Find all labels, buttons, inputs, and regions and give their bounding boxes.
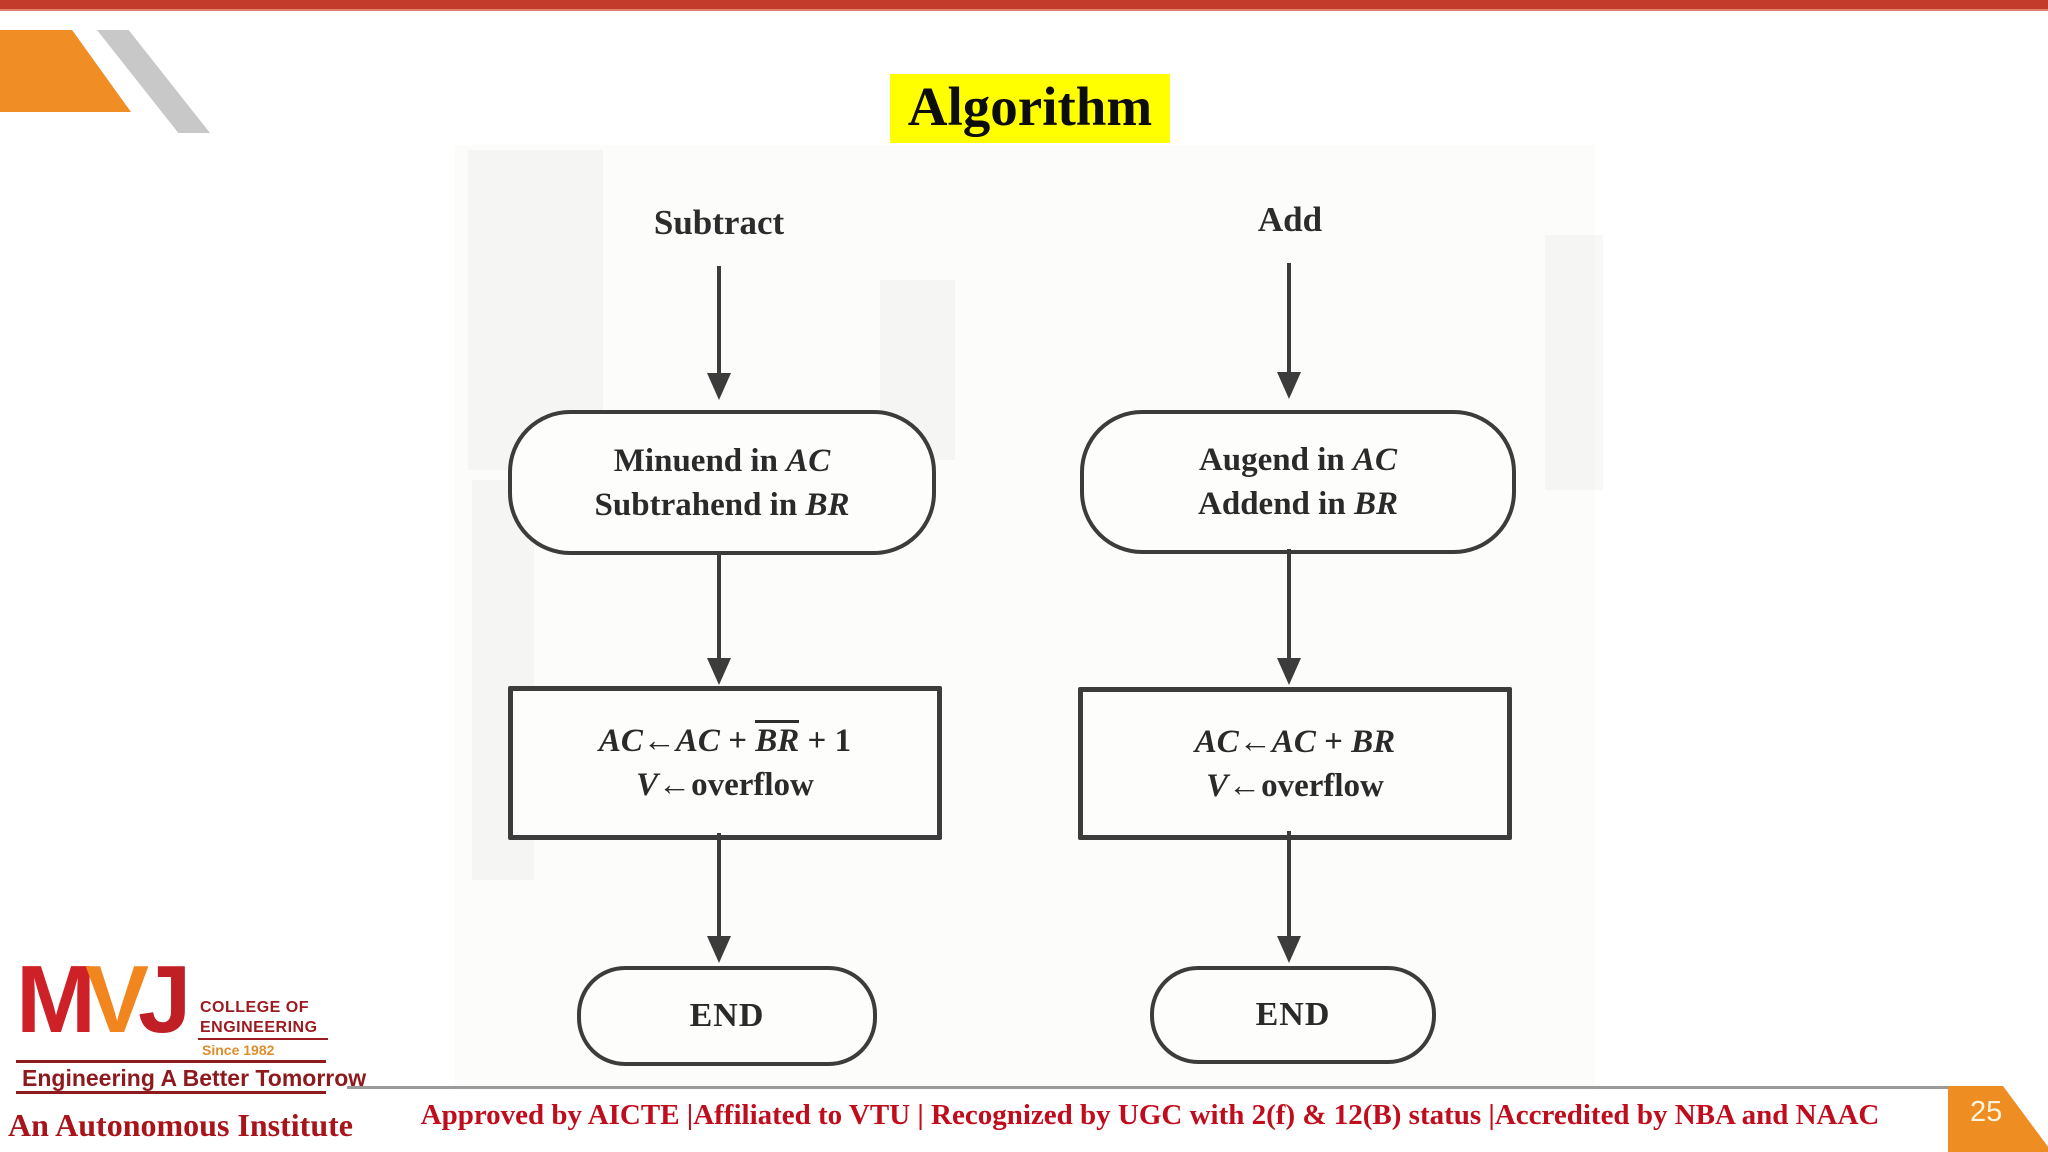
page-title: Algorithm bbox=[889, 74, 1171, 143]
college-name-line2: ENGINEERING bbox=[200, 1019, 318, 1036]
college-logo: MVJ COLLEGE OF ENGINEERING Since 1982 En… bbox=[0, 946, 366, 1152]
scanned-figure-background bbox=[455, 145, 1595, 1090]
flow-arrow bbox=[1287, 549, 1291, 659]
flow-node-add-process: AC←AC + BR V←overflow bbox=[1078, 687, 1512, 840]
node-text-line: END bbox=[689, 997, 765, 1034]
flow-arrow bbox=[1287, 831, 1291, 937]
autonomous-institute-text: An Autonomous Institute bbox=[8, 1107, 353, 1143]
page-number-flag: 25 bbox=[1948, 1086, 2048, 1152]
node-text-line: Minuend in AC bbox=[613, 442, 831, 479]
flow-entry-label-subtract: Subtract bbox=[653, 203, 785, 242]
node-text-line: V←overflow bbox=[636, 767, 814, 803]
flow-node-subtract-input: Minuend in AC Subtrahend in BR bbox=[508, 410, 936, 555]
scan-artifact bbox=[1545, 235, 1603, 490]
flow-node-subtract-end: END bbox=[577, 966, 877, 1066]
mvj-wordmark: MVJ bbox=[16, 946, 191, 1053]
logo-since-text: Since 1982 bbox=[202, 1042, 275, 1058]
node-text-line: AC←AC + BR + 1 bbox=[599, 719, 851, 763]
node-text-line: Addend in BR bbox=[1198, 486, 1398, 522]
flow-node-add-end: END bbox=[1150, 966, 1436, 1064]
flow-arrow bbox=[717, 833, 721, 937]
flow-node-subtract-process: AC←AC + BR + 1 V←overflow bbox=[508, 686, 942, 840]
node-text-line: V←overflow bbox=[1206, 767, 1384, 804]
logo-rule bbox=[16, 1091, 326, 1094]
page-number: 25 bbox=[1970, 1096, 2003, 1128]
flow-node-add-input: Augend in AC Addend in BR bbox=[1080, 410, 1516, 554]
logo-rule bbox=[16, 1060, 326, 1063]
college-name-line1: COLLEGE OF bbox=[200, 999, 309, 1016]
node-text-line: AC←AC + BR bbox=[1194, 723, 1396, 760]
college-name: COLLEGE OF ENGINEERING bbox=[200, 998, 318, 1038]
logo-tagline: Engineering A Better Tomorrow bbox=[22, 1065, 367, 1091]
node-text-line: Subtrahend in BR bbox=[594, 486, 850, 523]
flow-entry-label-add: Add bbox=[1257, 200, 1323, 239]
top-accent-bar bbox=[0, 0, 2048, 12]
node-text-line: Augend in AC bbox=[1198, 442, 1398, 478]
title-row: Algorithm bbox=[0, 74, 2048, 143]
accreditation-footer: Approved by AICTE |Affiliated to VTU | R… bbox=[420, 1099, 1880, 1131]
logo-rule bbox=[198, 1038, 328, 1040]
footer-divider bbox=[347, 1086, 1948, 1089]
flow-arrow bbox=[717, 551, 721, 659]
node-text-line: END bbox=[1255, 996, 1331, 1033]
flow-arrow bbox=[1287, 263, 1291, 373]
flow-arrow bbox=[717, 266, 721, 374]
